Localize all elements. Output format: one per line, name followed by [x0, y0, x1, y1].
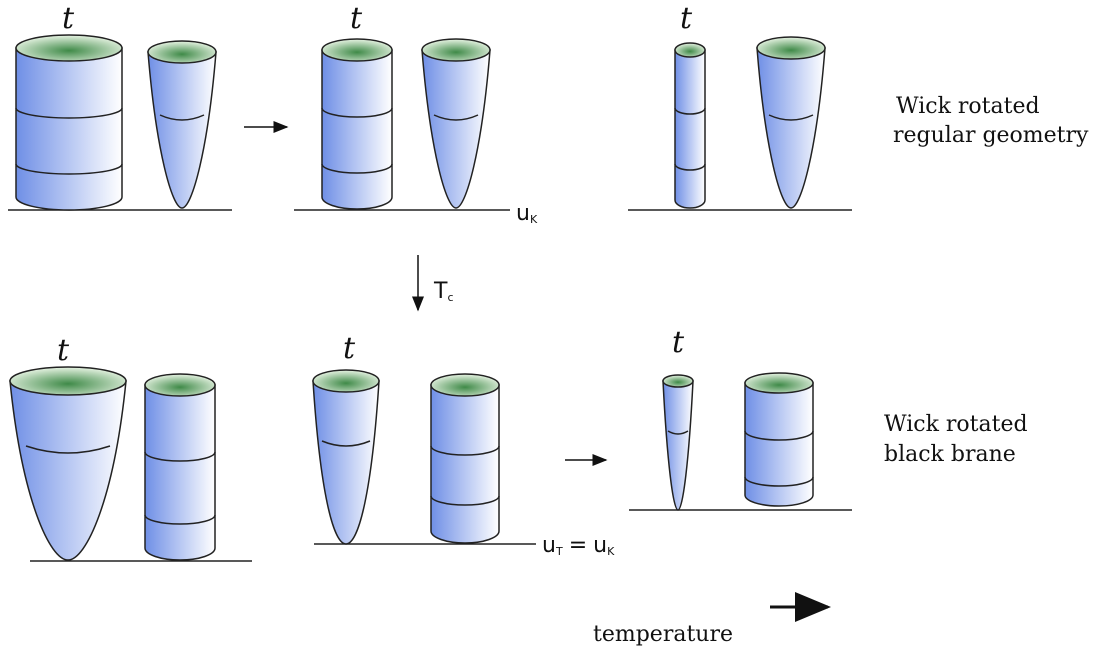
time-label: t [62, 1, 75, 36]
time-label: t [343, 331, 356, 366]
black-brane-caption-line1: Wick rotated [884, 412, 1028, 437]
cylinder-shape [430, 373, 500, 544]
regular-caption-line2: regular geometry [893, 123, 1089, 148]
time-label: t [57, 333, 70, 368]
cylinder-shape [744, 372, 814, 507]
floor-label: uT=uK [542, 533, 615, 558]
cylinder-shape [15, 34, 123, 211]
regular-row: t t uK [8, 1, 1089, 226]
thin-cylinder-shape [674, 42, 706, 209]
time-label: t [680, 1, 693, 36]
cigar-shape [312, 369, 380, 545]
transition-marker: Tc [412, 255, 454, 312]
black-brane-row: t t uT=uK [9, 325, 1028, 562]
cigar-shape [756, 36, 826, 209]
floor-label: uK [516, 201, 538, 226]
cigar-shape [9, 366, 127, 561]
regular-caption-line1: Wick rotated [896, 94, 1040, 119]
transition-label: Tc [433, 279, 454, 304]
cylinder-shape [144, 373, 216, 561]
cigar-shape [147, 40, 217, 209]
time-label: t [350, 1, 363, 36]
thin-cigar-shape [662, 374, 694, 511]
temperature-indicator: temperature [593, 592, 831, 647]
black-brane-caption-line2: black brane [884, 442, 1016, 467]
temperature-label: temperature [593, 622, 733, 647]
cylinder-shape [321, 38, 393, 210]
time-label: t [672, 325, 685, 360]
cigar-shape [421, 38, 491, 209]
